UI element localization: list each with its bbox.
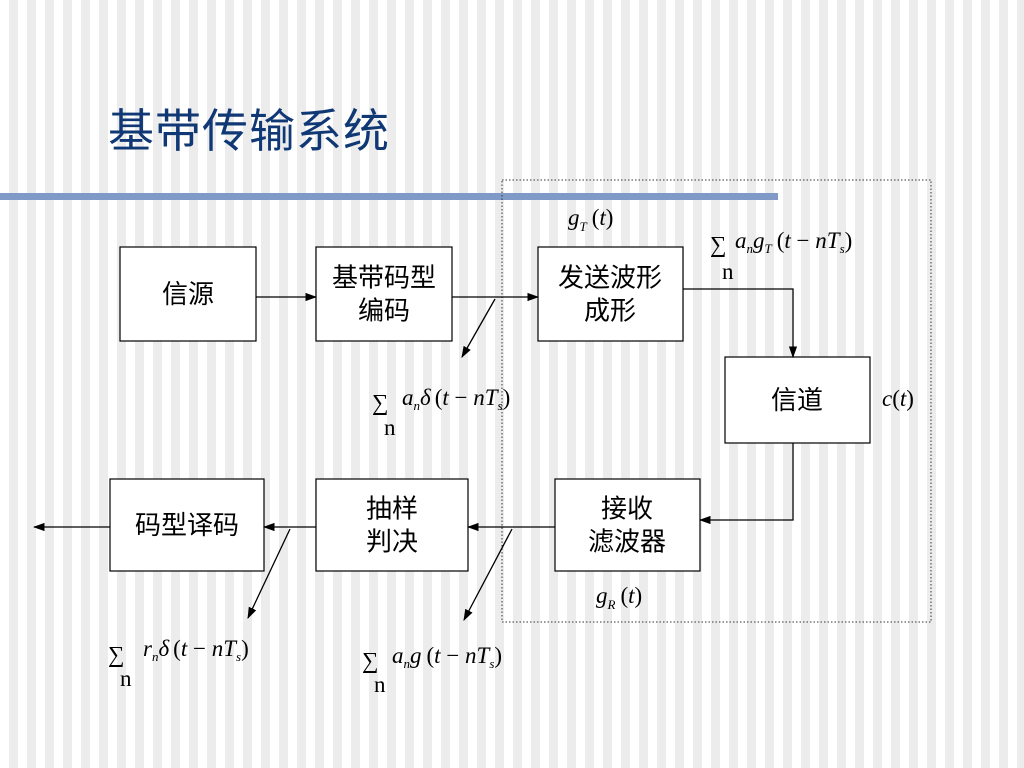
block-tx-filter-box <box>537 246 684 342</box>
label-channel-response: c(t) <box>882 386 914 411</box>
block-decoder-box <box>109 478 265 572</box>
svg-text:n: n <box>722 259 734 284</box>
svg-text:∑: ∑ <box>710 232 726 257</box>
block-label-line: 编码 <box>358 297 410 327</box>
svg-text:n: n <box>120 666 132 691</box>
pointer-encoded-signal <box>461 298 496 359</box>
svg-text:∑: ∑ <box>108 642 124 667</box>
label-rx-impulse-response: gR(t) <box>596 583 642 612</box>
block-label-line: 接收 <box>601 495 653 525</box>
arrow-tx-filter-to-channel <box>683 288 798 359</box>
label-tx-impulse-response: gT(t) <box>568 205 613 234</box>
svg-text:n: n <box>384 415 396 440</box>
block-encoder-box <box>315 246 453 342</box>
block-source-box <box>119 246 257 342</box>
svg-text:∑: ∑ <box>372 390 388 415</box>
block-label-line: 判决 <box>366 528 418 558</box>
title-divider <box>0 193 778 200</box>
block-label-line: 信道 <box>771 386 823 416</box>
arrow-channel-to-rx-filter <box>698 443 794 525</box>
block-source: 信源 <box>119 246 257 342</box>
block-channel-box <box>724 356 871 444</box>
svg-text:∑: ∑ <box>362 648 378 673</box>
block-label-line: 成形 <box>584 297 636 327</box>
pointer-decoded-signal <box>247 528 291 620</box>
slide-title: 基带传输系统 <box>108 104 390 158</box>
svg-text:anδ(t − nTs): anδ(t − nTs) <box>402 385 510 413</box>
label-rx-signal: ∑ n ang(t − nTs) <box>362 643 502 697</box>
block-label-line: 信源 <box>162 280 214 310</box>
label-decoded-signal: ∑ n rnδ(t − nTs) <box>108 636 249 691</box>
label-tx-signal: ∑ n angT(t − nTs) <box>710 228 852 284</box>
block-channel: 信道 <box>724 356 871 444</box>
block-label-line: 基带码型 <box>332 264 436 294</box>
svg-text:ang(t − nTs): ang(t − nTs) <box>392 643 502 671</box>
block-label-line: 发送波形 <box>558 264 662 294</box>
svg-text:angT(t − nTs): angT(t − nTs) <box>735 228 852 256</box>
svg-text:n: n <box>374 672 386 697</box>
block-rx-filter-box <box>554 478 701 572</box>
block-label-line: 滤波器 <box>588 528 666 558</box>
block-sampler-box <box>315 478 469 572</box>
pointer-rx-signal <box>463 528 513 622</box>
label-encoded-signal: ∑ n anδ(t − nTs) <box>372 385 510 440</box>
svg-text:rnδ(t − nTs): rnδ(t − nTs) <box>143 636 249 664</box>
channel-boundary-frame <box>501 179 932 623</box>
block-decoder: 码型译码 <box>109 478 265 572</box>
block-label-line: 码型译码 <box>135 511 239 541</box>
block-label-line: 抽样 <box>366 495 418 525</box>
